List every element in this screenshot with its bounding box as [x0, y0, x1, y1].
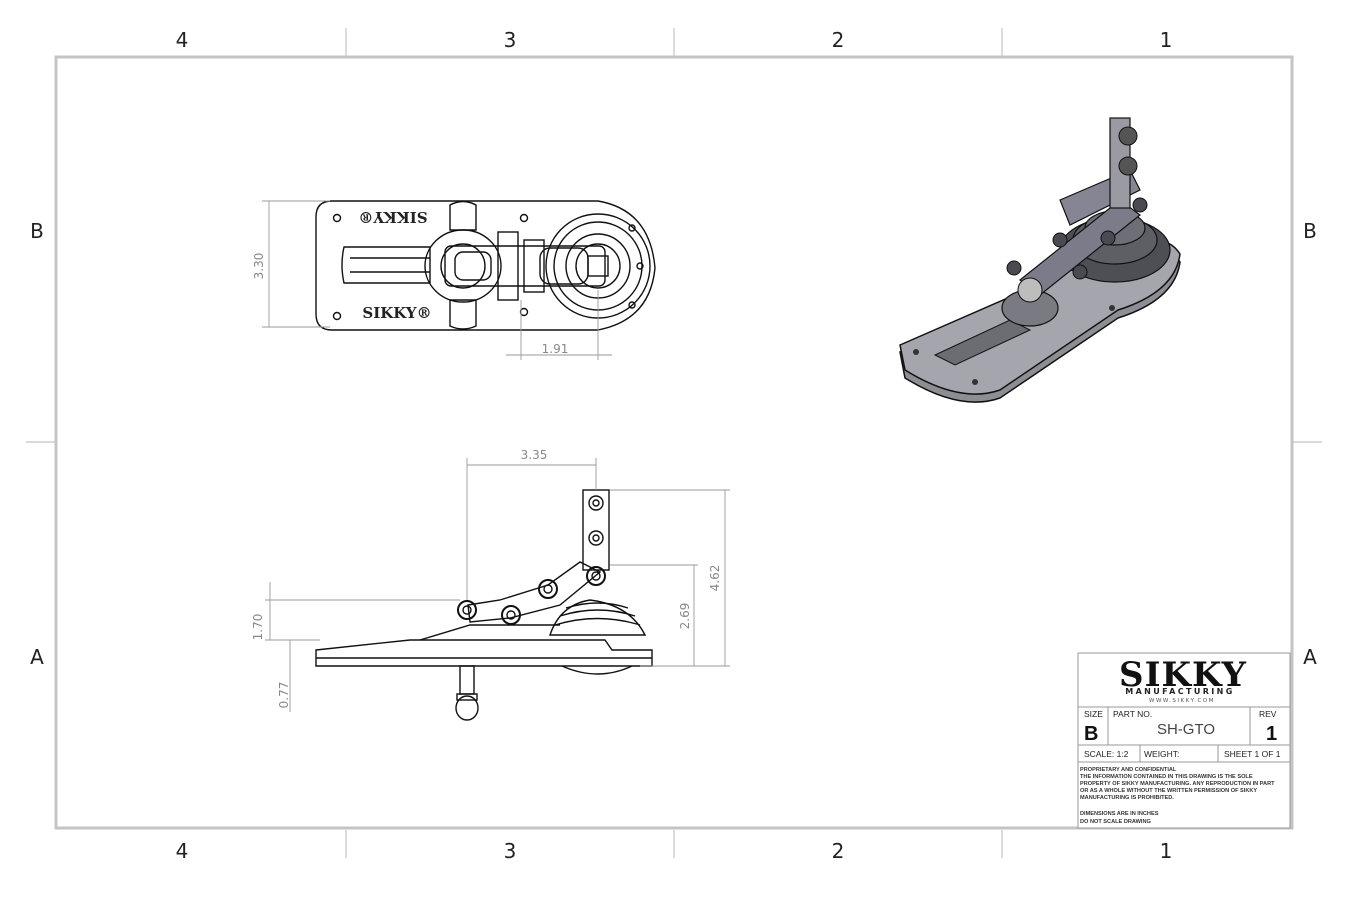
- notice-line-3: PROPERTY OF SIKKY MANUFACTURING. ANY REP…: [1080, 781, 1275, 787]
- zone-col-2-bottom: 2: [832, 839, 845, 863]
- front-view: [315, 489, 653, 721]
- dim-front-bottom: 0.77: [277, 682, 291, 709]
- part-label: PART NO.: [1113, 709, 1152, 719]
- company-sub: MANUFACTURING: [1125, 687, 1235, 696]
- dim-front-left-height: 1.70: [251, 614, 265, 641]
- plate-logo-top: SIKKY®: [358, 208, 427, 226]
- part-value: SH-GTO: [1157, 721, 1215, 738]
- weight-text: WEIGHT:: [1144, 749, 1179, 759]
- zone-col-1-top: 1: [1160, 28, 1173, 52]
- zone-col-3-bottom: 3: [504, 839, 517, 863]
- zone-col-4-bottom: 4: [176, 839, 189, 863]
- isometric-view: [899, 117, 1181, 403]
- zone-row-b-right: B: [1303, 219, 1317, 243]
- notice-line-2: THE INFORMATION CONTAINED IN THIS DRAWIN…: [1080, 774, 1253, 780]
- dim-front-mid-height: 2.69: [678, 603, 692, 630]
- sheet-border: [54, 55, 1294, 830]
- zone-col-4-top: 4: [176, 28, 189, 52]
- zone-col-2-top: 2: [832, 28, 845, 52]
- notice-line-4: OR AS A WHOLE WITHOUT THE WRITTEN PERMIS…: [1080, 788, 1257, 794]
- zone-row-a-left: A: [30, 645, 44, 669]
- note-dimensions: DIMENSIONS ARE IN INCHES: [1080, 811, 1159, 817]
- size-label: SIZE: [1084, 709, 1103, 719]
- rev-label: REV: [1259, 709, 1277, 719]
- size-value: B: [1084, 723, 1098, 745]
- dim-front-overall-height: 4.62: [708, 565, 722, 592]
- note-do-not-scale: DO NOT SCALE DRAWING: [1080, 819, 1151, 825]
- company-logo: SIKKY: [1119, 655, 1247, 695]
- zone-col-3-top: 3: [504, 28, 517, 52]
- company-website: WWW.SIKKY.COM: [1149, 698, 1215, 704]
- zone-col-1-bottom: 1: [1160, 839, 1173, 863]
- plate-logo-bottom: SIKKY®: [362, 304, 431, 322]
- top-view-dimensions: [262, 200, 612, 360]
- notice-line-5: MANUFACTURING IS PROHIBITED.: [1080, 795, 1174, 801]
- notice-line-1: PROPRIETARY AND CONFIDENTIAL: [1080, 767, 1177, 773]
- front-view-dimensions: [265, 458, 730, 712]
- top-view: [315, 200, 656, 331]
- dim-top-width: 1.91: [542, 342, 569, 356]
- title-block: [1077, 652, 1291, 829]
- zone-row-b-left: B: [30, 219, 44, 243]
- dim-front-width: 3.35: [521, 448, 548, 462]
- zone-row-a-right: A: [1303, 645, 1317, 669]
- dim-top-height: 3.30: [252, 253, 266, 280]
- zone-dividers: [26, 28, 1322, 858]
- scale-text: SCALE: 1:2: [1084, 749, 1129, 759]
- sheet-text: SHEET 1 OF 1: [1224, 749, 1281, 759]
- rev-value: 1: [1266, 723, 1277, 745]
